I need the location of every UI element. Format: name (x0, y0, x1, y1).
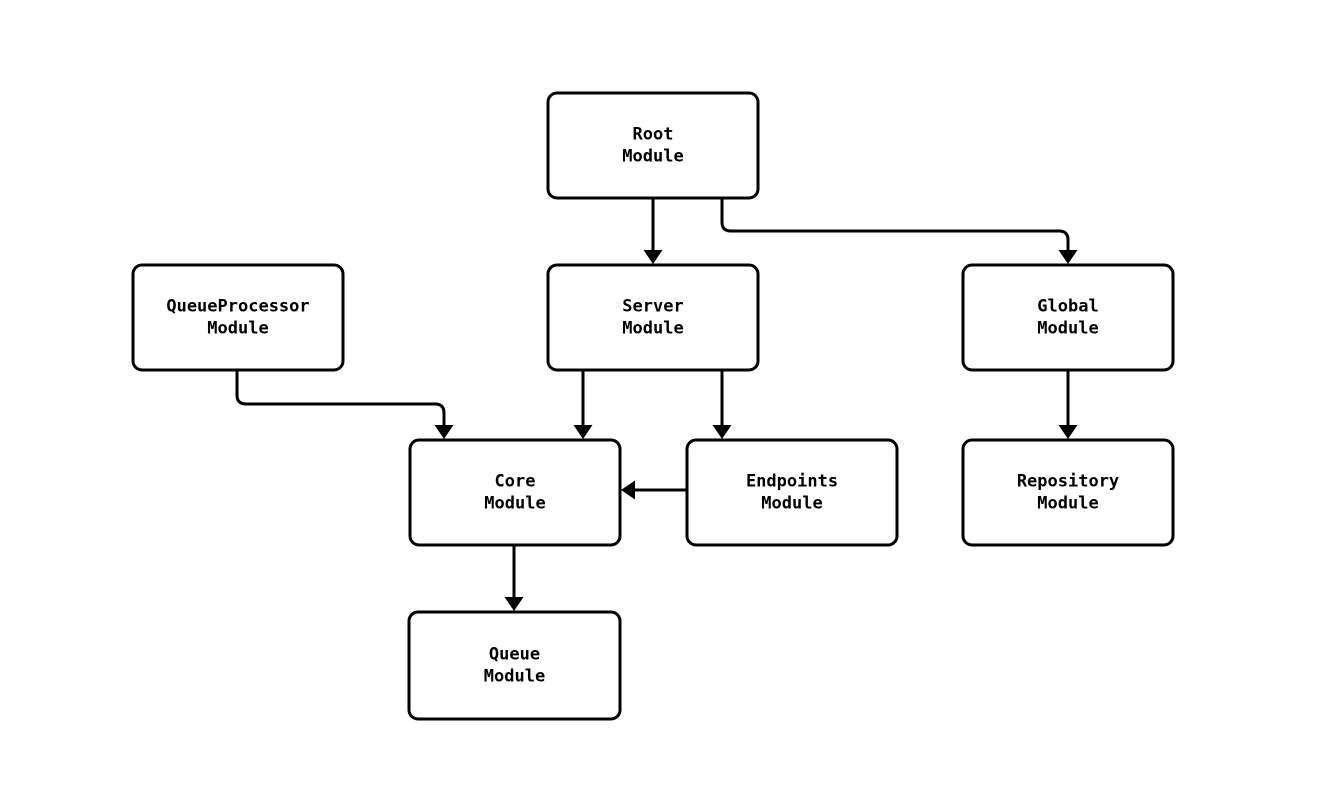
node-label-line1: Queue (489, 645, 540, 665)
edge-queueprocessor-to-core (235, 370, 454, 439)
node-label-line2: Module (484, 494, 545, 514)
node-label-line1: Endpoints (746, 472, 838, 492)
edge-endpoints-to-core (621, 480, 687, 500)
edge-line (720, 198, 1070, 251)
node-label-line2: Module (622, 147, 683, 167)
edge-root-to-global (720, 198, 1078, 264)
node-label-line2: Module (1037, 319, 1098, 339)
node-box[interactable] (961, 438, 1175, 547)
edge-server-to-endpoints (712, 370, 732, 439)
edge-core-to-queue (504, 545, 524, 611)
node-label-line1: Root (633, 125, 674, 145)
node-label-line1: Server (622, 297, 683, 317)
arrowhead-icon (573, 425, 593, 439)
node-label-line1: QueueProcessor (166, 297, 309, 317)
arrowhead-icon (712, 425, 732, 439)
node-label-line1: Core (495, 472, 536, 492)
node-label-line1: Repository (1017, 472, 1119, 492)
node-label-line2: Module (761, 494, 822, 514)
arrowhead-icon (621, 480, 635, 500)
edge-server-to-core (573, 370, 593, 439)
arrowhead-icon (1058, 250, 1078, 264)
arrowhead-icon (643, 250, 663, 264)
arrowhead-icon (504, 597, 524, 611)
arrowhead-icon (434, 425, 454, 439)
node-box[interactable] (546, 263, 760, 372)
edge-root-to-server (643, 198, 663, 264)
node-box[interactable] (685, 438, 899, 547)
arrowhead-icon (1058, 425, 1078, 439)
node-label-line2: Module (622, 319, 683, 339)
edge-line (235, 370, 446, 426)
node-box[interactable] (961, 263, 1175, 372)
node-box[interactable] (407, 610, 622, 721)
node-label-line2: Module (1037, 494, 1098, 514)
node-box[interactable] (408, 438, 622, 547)
node-label-line2: Module (484, 667, 545, 687)
node-box[interactable] (131, 263, 345, 372)
node-box[interactable] (546, 91, 760, 200)
node-label-line1: Global (1037, 297, 1098, 317)
edge-global-to-repository (1058, 370, 1078, 439)
edges-layer (235, 198, 1078, 611)
node-label-line2: Module (207, 319, 268, 339)
